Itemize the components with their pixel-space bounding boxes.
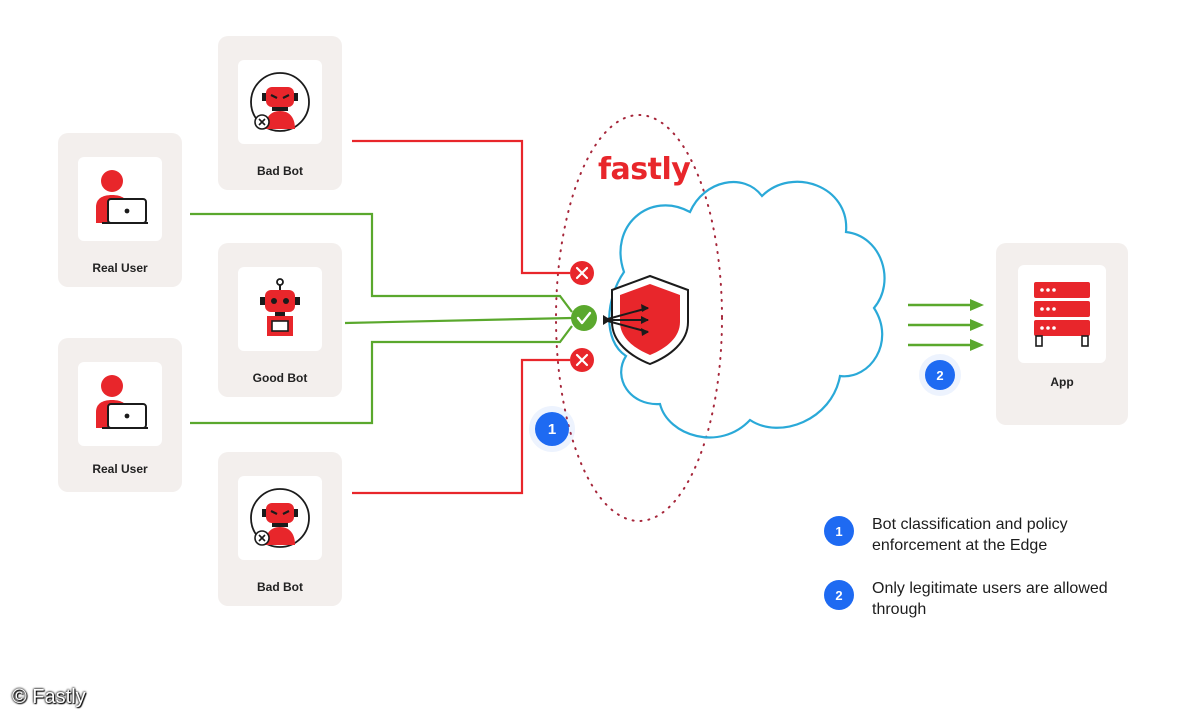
legend-item: 2 Only legitimate users are allowed thro… bbox=[824, 578, 1142, 620]
copyright-text: © Fastly bbox=[12, 686, 86, 708]
card-label: App bbox=[1050, 375, 1074, 389]
step-2-badge: 2 bbox=[925, 360, 955, 390]
card-icon-box bbox=[238, 476, 322, 560]
allowed-marker bbox=[571, 305, 597, 331]
bad-bot-icon bbox=[250, 72, 310, 132]
legend-badge: 2 bbox=[824, 580, 854, 610]
good-bot-icon bbox=[260, 278, 300, 336]
arrows-to-app bbox=[908, 299, 984, 351]
blocked-marker-bottom bbox=[570, 348, 594, 372]
good-bot-card: Good Bot bbox=[218, 243, 342, 397]
card-label: Real User bbox=[92, 261, 148, 275]
blocked-marker-top bbox=[570, 261, 594, 285]
cloud-outline bbox=[608, 180, 886, 439]
bad-bot-bottom-path bbox=[352, 358, 570, 495]
real-user-card: Real User bbox=[58, 338, 182, 492]
card-icon-box bbox=[1018, 265, 1106, 363]
real-user-top-path bbox=[190, 212, 573, 313]
bad-bot-icon bbox=[250, 488, 310, 548]
real-user-bottom-path bbox=[190, 325, 573, 425]
step-1-badge: 1 bbox=[535, 412, 569, 446]
card-label: Real User bbox=[92, 462, 148, 476]
legend-item: 1 Bot classification and policy enforcem… bbox=[824, 514, 1142, 556]
good-bot-path bbox=[344, 316, 573, 325]
fastly-logo: fastly bbox=[598, 152, 691, 187]
card-icon-box bbox=[78, 362, 162, 446]
card-label: Good Bot bbox=[252, 371, 308, 385]
shield-icon bbox=[603, 274, 689, 366]
card-icon-box bbox=[238, 267, 322, 351]
bad-bot-top-path bbox=[352, 139, 570, 275]
card-label: Bad Bot bbox=[257, 164, 303, 178]
bad-bot-card: Bad Bot bbox=[218, 452, 342, 606]
legend-text: Bot classification and policy enforcemen… bbox=[872, 516, 1068, 554]
legend-badge: 1 bbox=[824, 516, 854, 546]
card-icon-box bbox=[238, 60, 322, 144]
bad-bot-card: Bad Bot bbox=[218, 36, 342, 190]
legend-text: Only legitimate users are allowed throug… bbox=[872, 580, 1108, 618]
real-user-icon bbox=[96, 170, 148, 224]
card-icon-box bbox=[78, 157, 162, 241]
card-label: Bad Bot bbox=[257, 580, 303, 594]
edge-boundary bbox=[555, 114, 723, 522]
real-user-icon bbox=[96, 375, 148, 429]
server-icon bbox=[1034, 282, 1090, 347]
real-user-card: Real User bbox=[58, 133, 182, 287]
app-card: App bbox=[996, 243, 1128, 425]
